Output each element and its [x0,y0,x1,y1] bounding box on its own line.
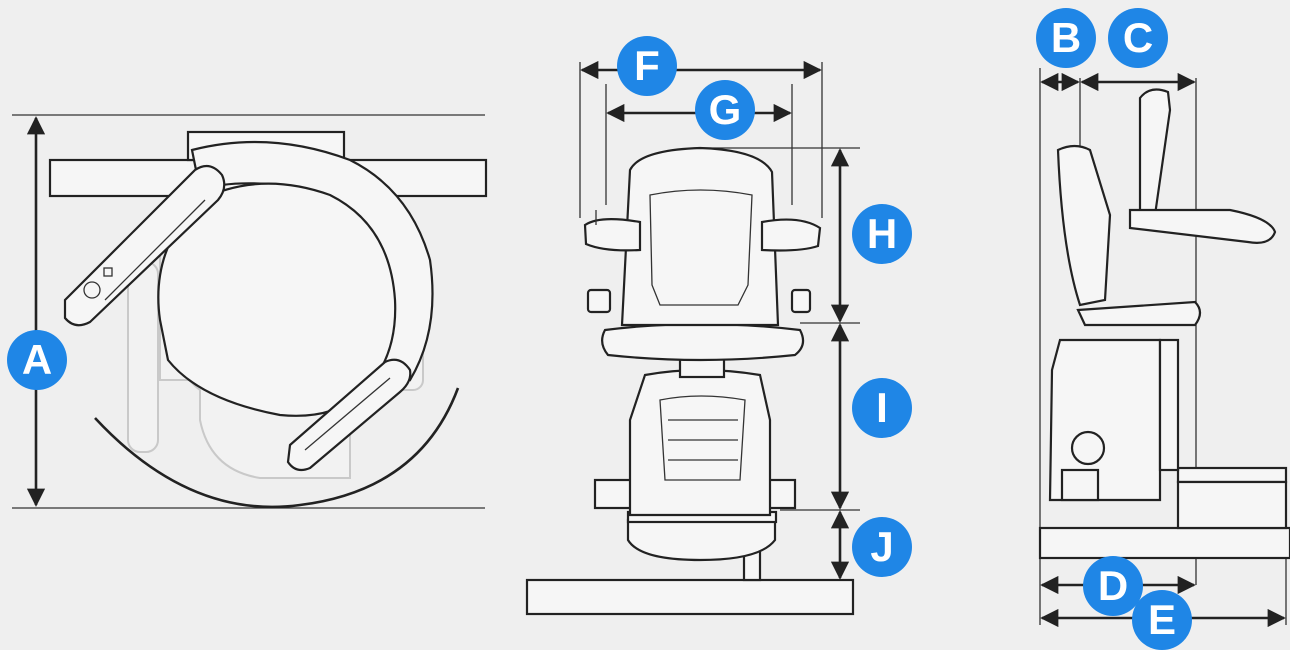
dimension-badge-h: H [852,204,912,264]
dimension-badge-f: F [617,36,677,96]
dimension-badge-e: E [1132,590,1192,650]
dimension-badge-i: I [852,378,912,438]
side-view [1038,68,1290,628]
dimension-badge-b: B [1036,8,1096,68]
dimension-badge-a: A [7,330,67,390]
dimension-badge-g: G [695,80,755,140]
dimension-badge-c: C [1108,8,1168,68]
dimension-badge-d: D [1083,556,1143,616]
top-view [12,114,488,509]
front-view [525,60,860,616]
dimension-badge-j: J [852,517,912,577]
